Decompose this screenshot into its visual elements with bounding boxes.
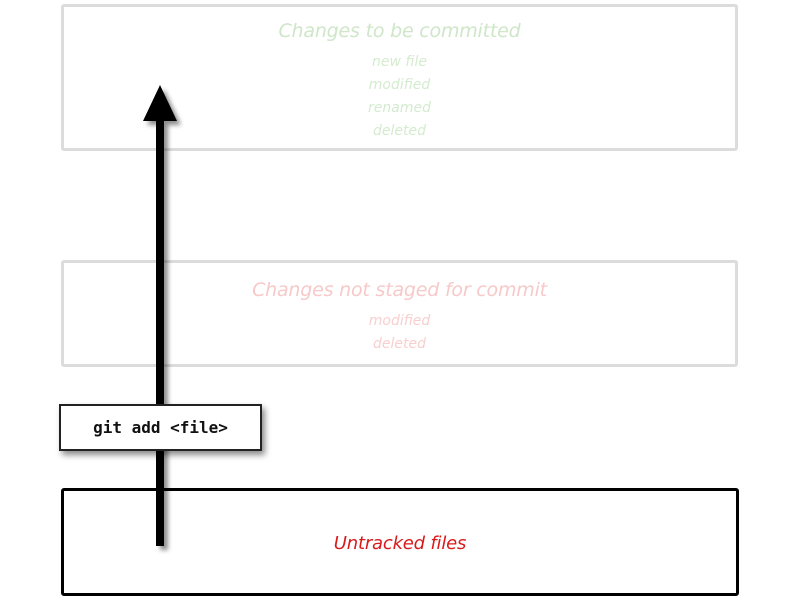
staged-item-modified: modified xyxy=(368,77,431,93)
staged-changes-box: Changes to be committed new file modifie… xyxy=(61,4,738,151)
git-add-command-label: git add <file> xyxy=(59,404,262,451)
untracked-files-box: Untracked files xyxy=(61,488,739,596)
untracked-files-title: Untracked files xyxy=(333,533,467,554)
unstaged-item-modified: modified xyxy=(368,313,431,329)
unstaged-changes-box: Changes not staged for commit modified d… xyxy=(61,260,738,367)
unstaged-item-deleted: deleted xyxy=(373,336,426,352)
unstaged-changes-title: Changes not staged for commit xyxy=(252,279,547,301)
staged-changes-title: Changes to be committed xyxy=(278,20,521,42)
staged-item-renamed: renamed xyxy=(368,100,431,116)
staged-item-new-file: new file xyxy=(372,54,427,70)
staged-item-deleted: deleted xyxy=(373,123,426,139)
